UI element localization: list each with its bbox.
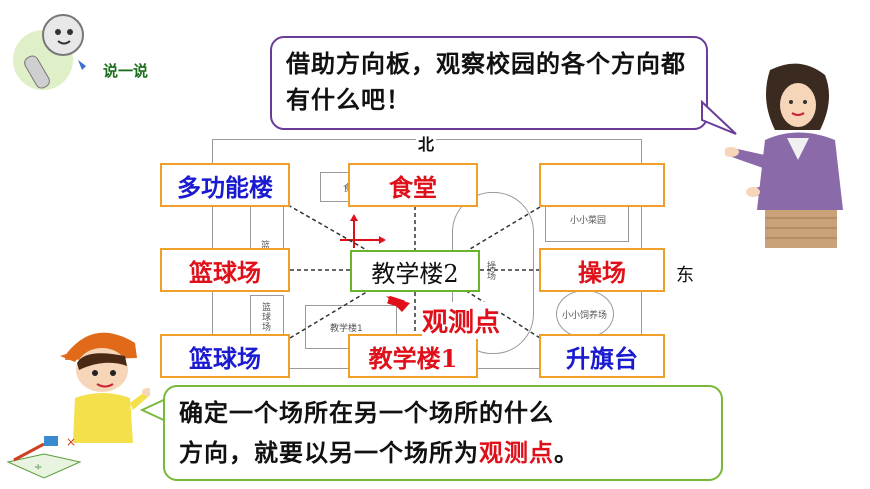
section-title: 说一说 bbox=[103, 62, 149, 80]
map-court-bottom-label: 篮球场 bbox=[262, 303, 272, 333]
microphone-mascot-icon bbox=[8, 5, 103, 100]
place-mid-left: 篮球场 bbox=[160, 248, 290, 292]
place-bottom-center: 教学楼1 bbox=[348, 334, 478, 378]
map-building1-label: 教学楼1 bbox=[330, 324, 363, 334]
map-garden-label: 小小菜园 bbox=[570, 216, 607, 226]
map-court-top-label: 篮 bbox=[261, 241, 271, 251]
boy-speech-line2-prefix: 方向，就要以另一个场所为 bbox=[179, 438, 479, 467]
boy-speech-bubble: 确定一个场所在另一个场所的什么 方向，就要以另一个场所为观测点。 bbox=[163, 385, 723, 481]
map-canteen-label: 食 bbox=[343, 181, 352, 194]
direction-board-icon bbox=[340, 214, 386, 248]
svg-text:÷: ÷ bbox=[34, 462, 42, 473]
place-center: 教学楼2 bbox=[350, 250, 480, 292]
observation-point-label: 观测点 bbox=[422, 302, 501, 339]
teacher-speech-text: 借助方向板，观察校园的各个方向都有什么吧！ bbox=[286, 49, 686, 114]
boy-speech-line2-suffix: 。 bbox=[554, 438, 579, 467]
boy-illustration bbox=[55, 318, 154, 448]
map-farm bbox=[556, 290, 614, 338]
place-mid-right: 操场 bbox=[539, 248, 665, 292]
boy-speech-line1: 确定一个场所在另一个场所的什么 bbox=[179, 398, 554, 427]
teacher-illustration bbox=[723, 60, 865, 250]
teacher-speech-bubble: 借助方向板，观察校园的各个方向都有什么吧！ bbox=[270, 36, 708, 130]
place-top-right bbox=[539, 163, 665, 207]
map-playground-label: 操场 bbox=[487, 262, 497, 282]
svg-text:×: × bbox=[66, 435, 76, 449]
place-top-center: 食堂 bbox=[348, 163, 478, 207]
boy-speech-line2: 方向，就要以另一个场所为观测点。 bbox=[179, 433, 707, 473]
boy-speech-highlight: 观测点 bbox=[479, 438, 554, 467]
map-farm-label: 小小饲养场 bbox=[562, 311, 608, 321]
school-supplies-icon: × ÷ bbox=[4, 432, 84, 484]
place-bottom-right: 升旗台 bbox=[539, 334, 665, 378]
east-label: 东 bbox=[676, 265, 694, 286]
place-top-left: 多功能楼 bbox=[160, 163, 290, 207]
teacher-bubble-tail bbox=[701, 100, 737, 135]
north-label: 北 bbox=[416, 131, 437, 155]
boy-bubble-tail bbox=[140, 397, 169, 423]
map-garden bbox=[545, 200, 629, 242]
place-bottom-left: 篮球场 bbox=[160, 334, 290, 378]
